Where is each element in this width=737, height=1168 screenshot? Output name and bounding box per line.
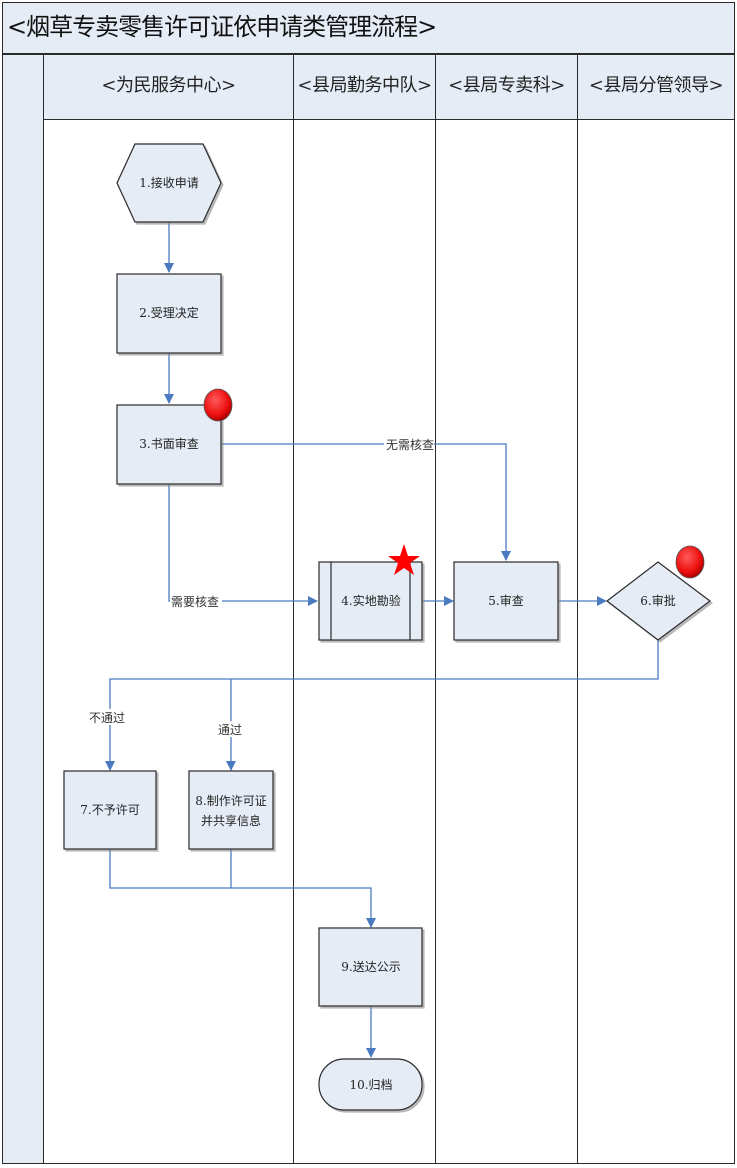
node-deny-license[interactable]: 7.不予许可	[63, 770, 157, 850]
node-deliver-publicize[interactable]: 9.送达公示	[318, 927, 423, 1007]
edge-label-reject: 不通过	[89, 711, 125, 725]
edge-n7-n9	[109, 849, 376, 928]
svg-text:3.书面审查: 3.书面审查	[139, 436, 198, 451]
svg-text:6.审批: 6.审批	[640, 593, 675, 608]
lane-header-duty-team: <县局勤务中队>	[293, 54, 436, 120]
svg-text:9.送达公示: 9.送达公示	[341, 959, 400, 974]
svg-text:8.制作许可证: 8.制作许可证	[195, 794, 266, 808]
lane-header-monopoly-section: <县局专卖科>	[435, 54, 578, 120]
red-circle-marker-icon	[675, 545, 705, 579]
lane-header-service-center: <为民服务中心>	[43, 54, 294, 120]
svg-text:4.实地勘验: 4.实地勘验	[341, 593, 400, 608]
edge-n6-n7	[105, 640, 659, 771]
diagram-title: <烟草专卖零售许可证依申请类管理流程>	[2, 2, 735, 54]
node-archive[interactable]: 10.归档	[318, 1058, 423, 1111]
red-star-marker-icon	[388, 544, 420, 575]
red-circle-marker-icon	[203, 388, 233, 422]
node-receive-application[interactable]: 1.接收申请	[116, 143, 222, 223]
node-acceptance-decision[interactable]: 2.受理决定	[116, 273, 222, 354]
lane-header-leader: <县局分管领导>	[577, 54, 735, 120]
svg-text:2.受理决定: 2.受理决定	[139, 305, 198, 320]
node-approval-decision[interactable]: 6.审批	[606, 561, 711, 641]
svg-text:1.接收申请: 1.接收申请	[139, 175, 198, 190]
node-review[interactable]: 5.审查	[453, 561, 559, 641]
svg-text:5.审查: 5.审查	[488, 593, 523, 608]
edge-label-need-check: 需要核查	[171, 595, 219, 609]
node-issue-license[interactable]: 8.制作许可证 并共享信息	[188, 770, 274, 850]
svg-text:10.归档: 10.归档	[349, 1078, 392, 1092]
node-written-review[interactable]: 3.书面审查	[116, 404, 222, 485]
svg-text:7.不予许可: 7.不予许可	[80, 803, 139, 817]
node-site-inspection[interactable]: 4.实地勘验	[318, 561, 423, 641]
edge-n3-n5	[221, 443, 511, 561]
pool-label-strip	[2, 54, 44, 1164]
lane-leader	[577, 120, 735, 1164]
edge-label-no-check: 无需核查	[386, 438, 434, 452]
edge-n3-n4	[168, 484, 318, 606]
svg-text:并共享信息: 并共享信息	[201, 813, 261, 828]
edge-label-approve: 通过	[218, 723, 242, 737]
